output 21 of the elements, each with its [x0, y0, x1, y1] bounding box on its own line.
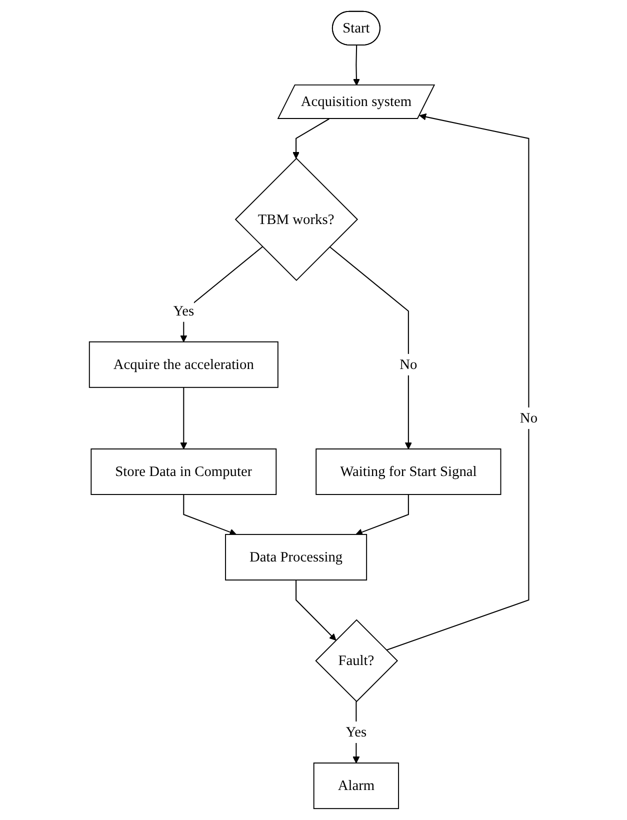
node-box: Alarm [313, 762, 400, 810]
edge-label: No [520, 410, 538, 426]
arrow [183, 494, 237, 536]
node-box: Store Data in Computer [90, 448, 277, 495]
node-box: Data Processing [225, 534, 368, 580]
edge-label: Yes [346, 724, 367, 740]
node-diamond: TBM works? [234, 158, 358, 282]
arrow [353, 45, 360, 86]
edge-label: Yes [173, 302, 194, 319]
arrow [386, 113, 530, 651]
edge-label: No [400, 356, 418, 372]
arrow [356, 494, 409, 536]
arrow [296, 580, 336, 641]
arrow [292, 118, 330, 159]
arrow [352, 702, 360, 764]
arrow [329, 246, 412, 450]
arrow [180, 387, 188, 450]
node-box: Acquire the acceleration [88, 341, 278, 388]
node-box: Waiting for Start Signal [316, 448, 502, 495]
arrow [180, 246, 263, 342]
node-diamond: Fault? [315, 619, 398, 702]
